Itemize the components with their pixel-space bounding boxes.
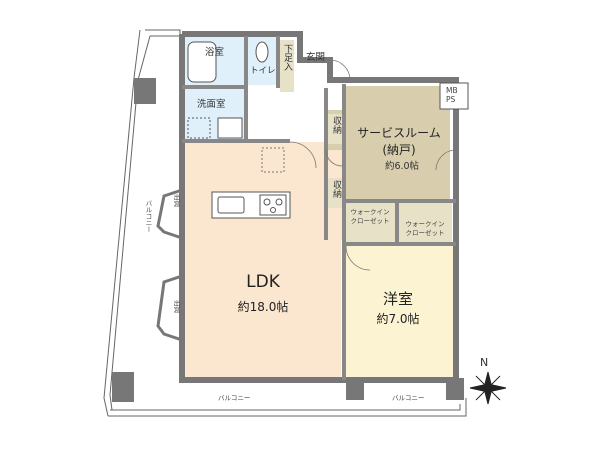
bathtub [187,41,217,83]
balcony-left [103,29,181,417]
burner [270,207,276,213]
window2-label: 出窓 [172,300,180,313]
bay-window [156,188,183,342]
wic-1 [344,203,396,243]
interior-walls [182,36,456,380]
exterior-walls [179,31,459,383]
washing-machine [187,117,211,139]
pillar [112,372,134,402]
north-compass [469,371,507,405]
wic2-label: ウォークイン クローゼット [405,220,445,237]
burner [275,198,283,206]
pillar [446,378,464,400]
storage-1 [326,114,346,144]
mbps-label: MB PS [446,86,458,104]
washroom-label: 洗面室 [197,99,226,110]
mbps-box [439,82,469,110]
storage-2 [326,178,346,208]
sink [217,196,245,214]
service-room-size: 約6.0帖 [384,161,420,172]
stove [259,194,287,216]
shoe-box [280,40,294,92]
wic-2 [398,203,452,243]
door-swings [289,59,457,271]
kitchen-counter [211,191,291,219]
window1-label: 出窓 [172,194,180,207]
service-room [326,86,450,200]
burner [263,198,271,206]
wic1-label: ウォークイン クローゼット [350,208,390,225]
balcony-bottom [108,398,467,417]
western-label: 洋室 [382,290,413,308]
entrance-label: 玄関 [306,52,326,63]
storage1-label: 収納 [331,116,341,134]
pillar [346,378,364,400]
pillar [134,78,156,104]
western-size: 約7.0帖 [376,312,420,326]
fridge-space [261,147,285,173]
service-room-sub: (納戸) [382,143,416,157]
toilet-bowl [255,41,269,63]
storage2-label: 収納 [331,180,341,198]
western-room [346,246,453,377]
toilet-label: トイレ [250,66,276,76]
balcony-bottom1-label: バルコニー [218,394,251,402]
shoe-label: 下足入 [282,44,292,71]
washbasin [217,117,243,139]
north-label: N [480,356,489,369]
bath-label: 浴室 [205,47,225,58]
balcony-left-label: バルコニー [144,200,152,233]
ldk-size: 約18.0帖 [237,300,289,314]
balcony-bottom2-label: バルコニー [392,394,425,402]
service-room-label: サービスルーム [357,126,441,140]
ldk-label: LDK [246,272,280,292]
